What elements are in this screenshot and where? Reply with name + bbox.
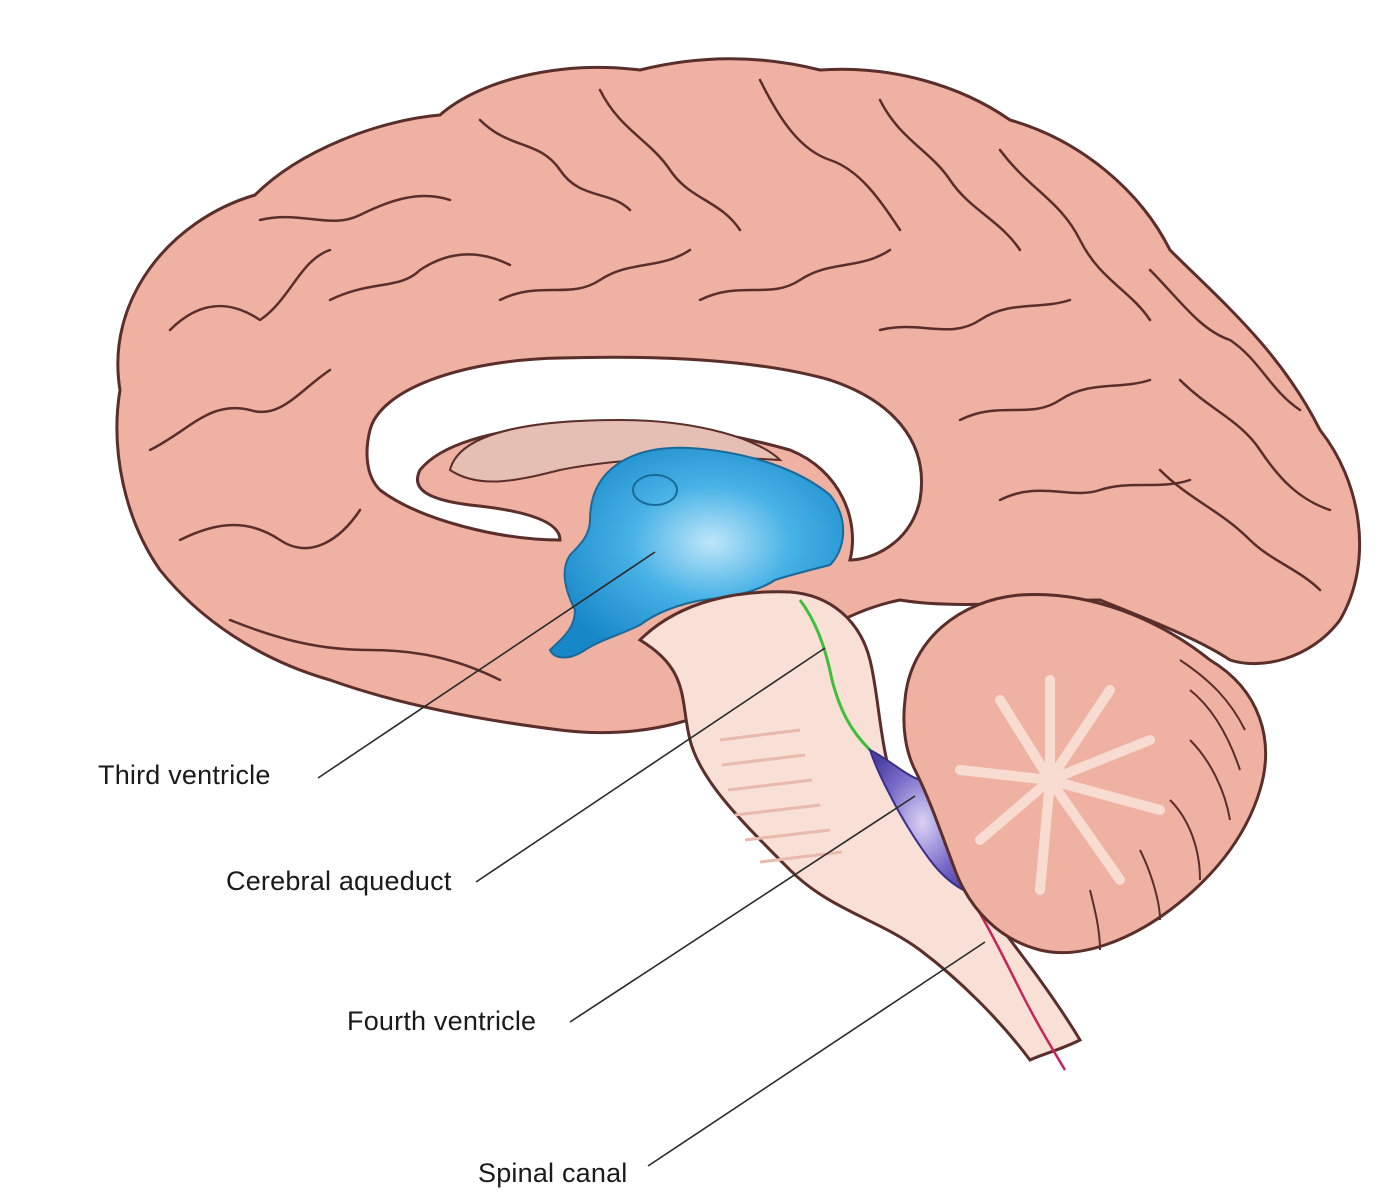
- spinal-canal-line: [973, 904, 1067, 1071]
- label-fourth-ventricle: Fourth ventricle: [347, 1006, 537, 1036]
- fornix: [448, 418, 783, 483]
- label-third-ventricle: Third ventricle: [98, 760, 271, 790]
- interthalamic-adhesion: [632, 474, 678, 506]
- cerebellar-folia: [1089, 659, 1246, 951]
- arbor-vitae: [955, 675, 1165, 895]
- leader-spinal-canal: [647, 941, 986, 1167]
- label-spinal-canal: Spinal canal: [478, 1158, 628, 1188]
- corpus-callosum: [365, 355, 923, 562]
- cerebral-aqueduct-line: [798, 599, 872, 752]
- label-cerebral-aqueduct: Cerebral aqueduct: [226, 866, 452, 896]
- cerebellum: [902, 592, 1268, 955]
- leader-third-ventricle: [317, 551, 656, 779]
- leader-cerebral-aqueduct: [475, 647, 826, 883]
- brainstem: [637, 590, 1083, 1062]
- gyri-pattern: [148, 78, 1332, 682]
- leader-fourth-ventricle: [569, 795, 916, 1023]
- leader-lines: [317, 551, 986, 1167]
